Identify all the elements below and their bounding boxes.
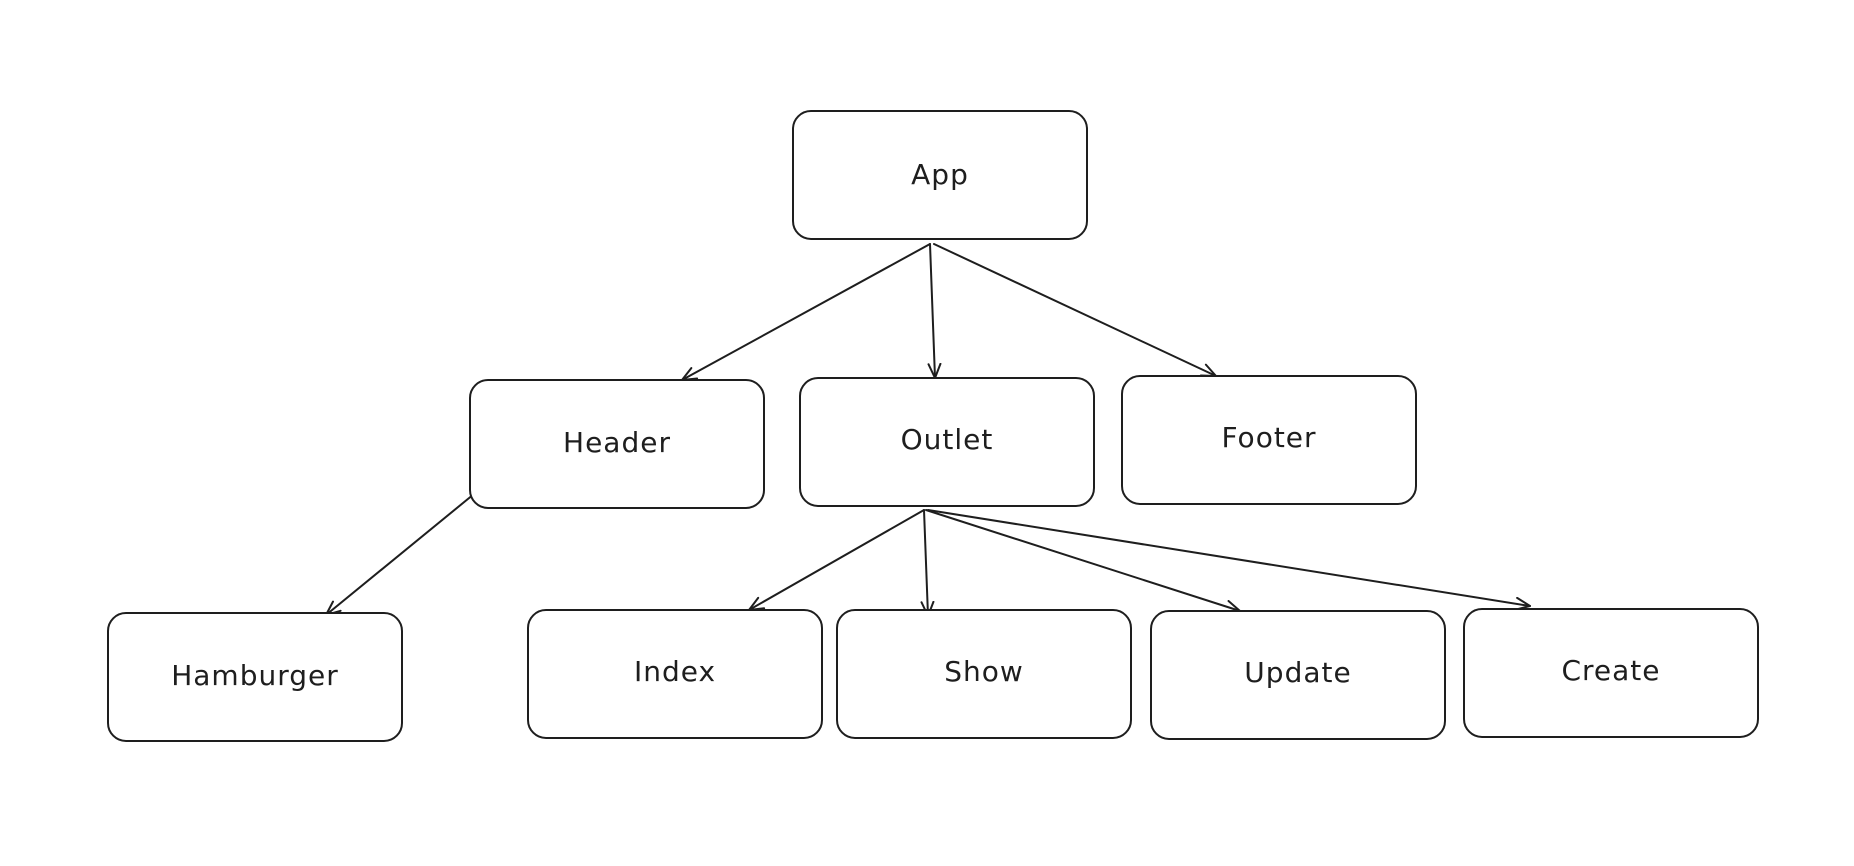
node-footer-label: Footer bbox=[1221, 421, 1316, 454]
edge-outlet-update-arrow bbox=[925, 509, 1241, 614]
edge-outlet-show-arrow bbox=[920, 509, 935, 617]
node-index: Index bbox=[527, 609, 823, 739]
node-header-label: Header bbox=[563, 426, 671, 459]
node-create: Create bbox=[1463, 608, 1759, 738]
node-outlet-box bbox=[799, 377, 1095, 507]
node-hamburger: Hamburger bbox=[107, 612, 403, 742]
node-index-box bbox=[527, 609, 823, 739]
node-outlet: Outlet bbox=[799, 377, 1095, 507]
node-show-box bbox=[836, 609, 1132, 739]
node-show-label: Show bbox=[944, 655, 1024, 688]
node-app-box bbox=[792, 110, 1088, 240]
edge-app-outlet-arrow bbox=[927, 243, 942, 379]
node-update: Update bbox=[1150, 610, 1446, 740]
edge-outlet-create-arrow bbox=[927, 509, 1531, 611]
node-hamburger-box bbox=[107, 612, 403, 742]
edges-layer bbox=[325, 243, 1531, 617]
node-footer-box bbox=[1121, 375, 1417, 505]
node-app-label: App bbox=[911, 158, 969, 191]
nodes-layer: App Header Outlet Footer Hamburger Index… bbox=[107, 110, 1759, 742]
node-outlet-label: Outlet bbox=[901, 423, 994, 456]
node-hamburger-label: Hamburger bbox=[171, 659, 339, 692]
node-header: Header bbox=[469, 379, 765, 509]
node-index-label: Index bbox=[634, 655, 716, 688]
node-update-box bbox=[1150, 610, 1446, 740]
node-footer: Footer bbox=[1121, 375, 1417, 505]
node-create-label: Create bbox=[1561, 654, 1660, 687]
node-create-box bbox=[1463, 608, 1759, 738]
edge-header-hamburger-arrow bbox=[325, 493, 475, 616]
edge-app-header-arrow bbox=[681, 243, 931, 381]
node-app: App bbox=[792, 110, 1088, 240]
edge-outlet-index-arrow bbox=[748, 509, 925, 611]
edge-app-footer-arrow bbox=[933, 243, 1217, 377]
node-update-label: Update bbox=[1244, 656, 1351, 689]
node-show: Show bbox=[836, 609, 1132, 739]
node-header-box bbox=[469, 379, 765, 509]
